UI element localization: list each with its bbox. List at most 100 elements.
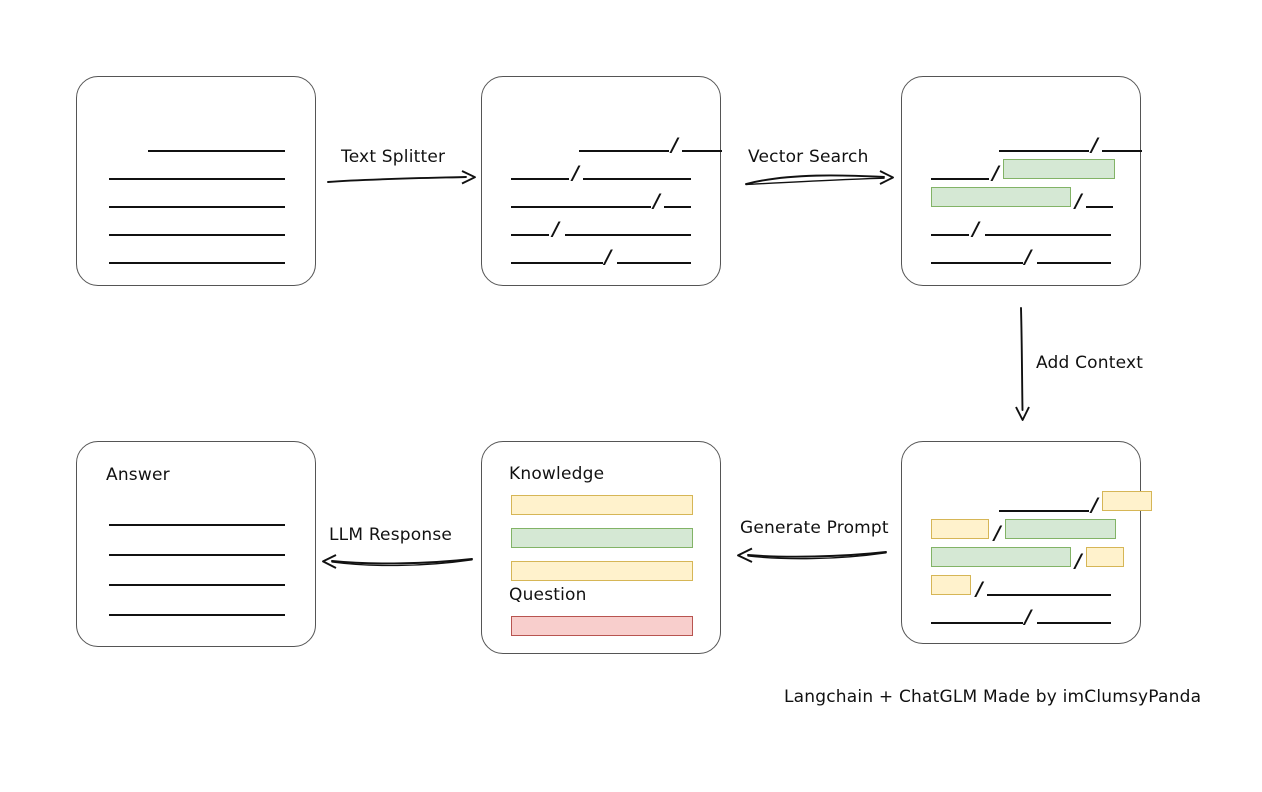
line-segment [109,584,285,586]
chunk-line: / [931,482,1153,515]
context-chunk-yellow [1085,547,1124,567]
knowledge-bar-yellow [511,495,693,515]
chunk-segment [511,262,603,264]
chunk-slash: / [653,190,661,212]
source-document-box[interactable] [76,76,316,286]
matched-chunk-green [1004,519,1117,539]
question-bar-red [511,616,693,636]
vector-search-arrow [745,170,894,186]
chunk-slash: / [972,218,980,240]
chunk-segment [985,234,1111,236]
chunk-slash: / [552,218,560,240]
knowledge-bar-yellow [511,561,693,581]
chunk-slash: / [1075,550,1082,572]
chunk-segment [931,262,1023,264]
chunk-slash: / [994,522,1001,544]
question-label: Question [509,585,587,605]
document-line [109,150,285,180]
chunk-slash: / [1024,246,1032,268]
document-line [109,178,285,208]
document-line [109,122,285,152]
context-added-rows: / / / / / [931,482,1153,627]
matched-chunks-rows: / / / / / [931,122,1142,267]
prompt-box[interactable]: Knowledge Question [481,441,721,654]
line-segment [109,206,285,208]
chunk-segment [579,150,670,152]
answer-box[interactable]: Answer [76,441,316,647]
chunk-segment [617,262,691,264]
document-line [109,206,285,236]
chunk-slash: / [976,578,983,600]
chunk-segment [511,178,569,180]
arrow-label-generate-prompt: Generate Prompt [740,518,889,538]
chunk-segment [999,150,1090,152]
line-segment [109,234,285,236]
chunk-segment [565,234,691,236]
line-segment [109,554,285,556]
footer-credit: Langchain + ChatGLM Made by imClumsyPand… [784,687,1202,707]
context-chunk-yellow [1102,491,1153,511]
line-segment [109,262,285,264]
chunk-slash: / [572,162,580,184]
arrow-label-vector-search: Vector Search [748,147,869,167]
chunk-line: / [931,566,1111,599]
chunk-slash: / [1091,134,1099,156]
chunk-slash: / [604,246,612,268]
context-chunk-yellow [931,575,971,595]
chunk-line: / [931,150,1115,183]
chunk-line: / [931,178,1113,211]
chunk-segment [931,622,1023,624]
document-line [109,234,285,264]
chunk-line: / [931,538,1124,571]
arrow-label-text-splitter: Text Splitter [341,147,446,167]
chunk-line: / [931,122,1142,155]
split-document-box[interactable]: / / / / / [481,76,722,286]
chunk-slash: / [1024,606,1032,628]
answer-line [109,495,285,526]
line-segment [147,150,285,152]
line-segment [109,178,285,180]
chunk-segment [986,594,1111,596]
chunk-segment [583,178,691,180]
generate-prompt-arrow [737,547,887,563]
answer-label: Answer [106,465,170,485]
answer-line [109,525,285,556]
add-context-arrow [1015,307,1030,421]
context-chunk-yellow [931,519,989,539]
chunk-line: / [931,206,1111,239]
matched-chunk-green [931,547,1072,567]
chunk-segment [511,206,652,208]
text-splitter-arrow [327,170,476,185]
chunk-segment [1037,622,1111,624]
knowledge-bar-green [511,528,693,548]
answer-line [109,585,285,616]
context-added-box[interactable]: / / / / / [901,441,1153,644]
chunk-segment [931,178,989,180]
source-document-rows [109,122,285,264]
chunk-line: / [511,178,691,211]
chunk-line: / [511,122,722,155]
line-segment [109,524,285,526]
chunk-segment [511,234,549,236]
chunk-slash: / [1091,494,1099,516]
chunk-line: / [931,510,1117,543]
answer-rows [109,495,285,616]
chunk-segment [999,510,1090,512]
arrow-label-add-context: Add Context [1036,353,1144,373]
arrow-label-llm-response: LLM Response [329,525,453,545]
line-segment [109,614,285,616]
chunk-line: / [931,234,1111,267]
chunk-line: / [931,594,1111,627]
chunk-line: / [511,206,691,239]
matched-chunk-green [931,187,1072,207]
chunk-slash: / [671,134,679,156]
matched-chunks-box[interactable]: / / / / / [901,76,1142,286]
llm-response-arrow [322,554,473,569]
split-document-rows: / / / / / [511,122,722,267]
chunk-line: / [511,234,691,267]
knowledge-label: Knowledge [509,464,605,484]
chunk-segment [931,234,969,236]
chunk-segment [682,150,722,152]
chunk-segment [1085,206,1113,208]
